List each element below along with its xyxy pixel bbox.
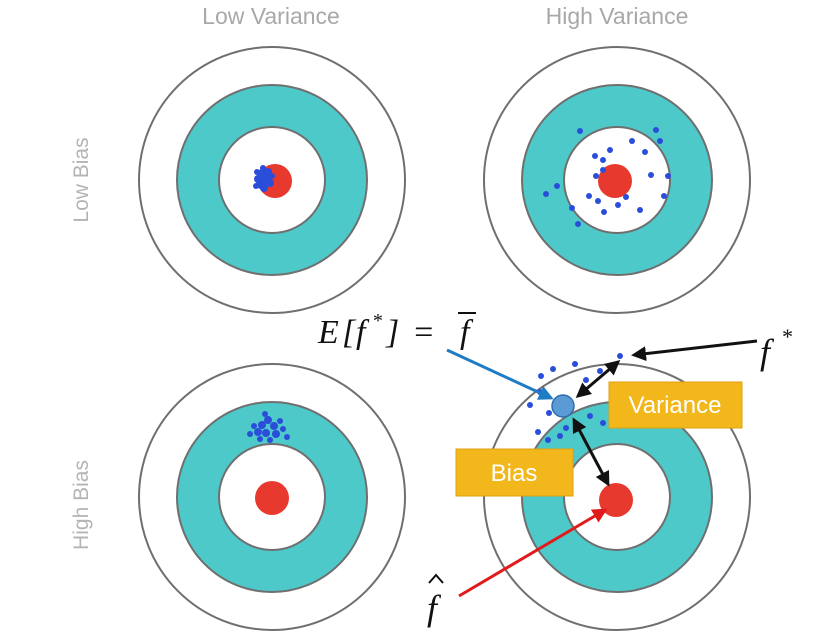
expectation-arrow	[446, 348, 554, 400]
prediction-points	[247, 411, 290, 443]
target-low-bias-low-variance	[138, 46, 406, 314]
target-high-bias-high-variance	[483, 353, 751, 631]
formula-f-bar: f	[460, 314, 474, 351]
target-low-bias-high-variance	[483, 46, 751, 314]
mean-prediction-point	[551, 394, 575, 418]
formula-bracket-open: [	[342, 314, 357, 351]
formula-equals: =	[412, 314, 435, 351]
f-star-arrow	[631, 339, 758, 362]
prediction-points	[543, 127, 671, 227]
bias-arrow	[572, 417, 610, 487]
f-star-symbol: f	[760, 332, 775, 372]
f-hat-label: f	[427, 573, 444, 628]
variance-label: Variance	[629, 392, 722, 419]
f-star-label: f *	[760, 324, 792, 372]
formula-star: *	[372, 310, 382, 332]
rowlabel-high-bias: High Bias	[70, 460, 93, 550]
variance-arrow	[575, 360, 621, 398]
expectation-formula: E [ f * ] = f	[317, 310, 476, 351]
formula-e: E	[317, 314, 339, 351]
header-high-variance: High Variance	[546, 3, 689, 29]
f-hat-arrow	[458, 508, 608, 598]
rowlabel-low-bias: Low Bias	[70, 137, 93, 222]
formula-bracket-close: ]	[385, 314, 399, 351]
bias-label: Bias	[491, 460, 538, 487]
bias-label-box: Bias	[455, 448, 574, 497]
bullseye	[598, 164, 632, 198]
f-star-superscript: *	[781, 324, 792, 349]
formula-f-inner: f	[356, 314, 370, 351]
header-low-variance: Low Variance	[202, 3, 340, 29]
f-hat-caret	[428, 573, 444, 584]
prediction-points	[253, 165, 275, 192]
f-hat-symbol: f	[427, 588, 442, 628]
bullseye	[255, 481, 289, 515]
target-high-bias-low-variance	[138, 363, 406, 631]
variance-label-box: Variance	[608, 381, 743, 429]
